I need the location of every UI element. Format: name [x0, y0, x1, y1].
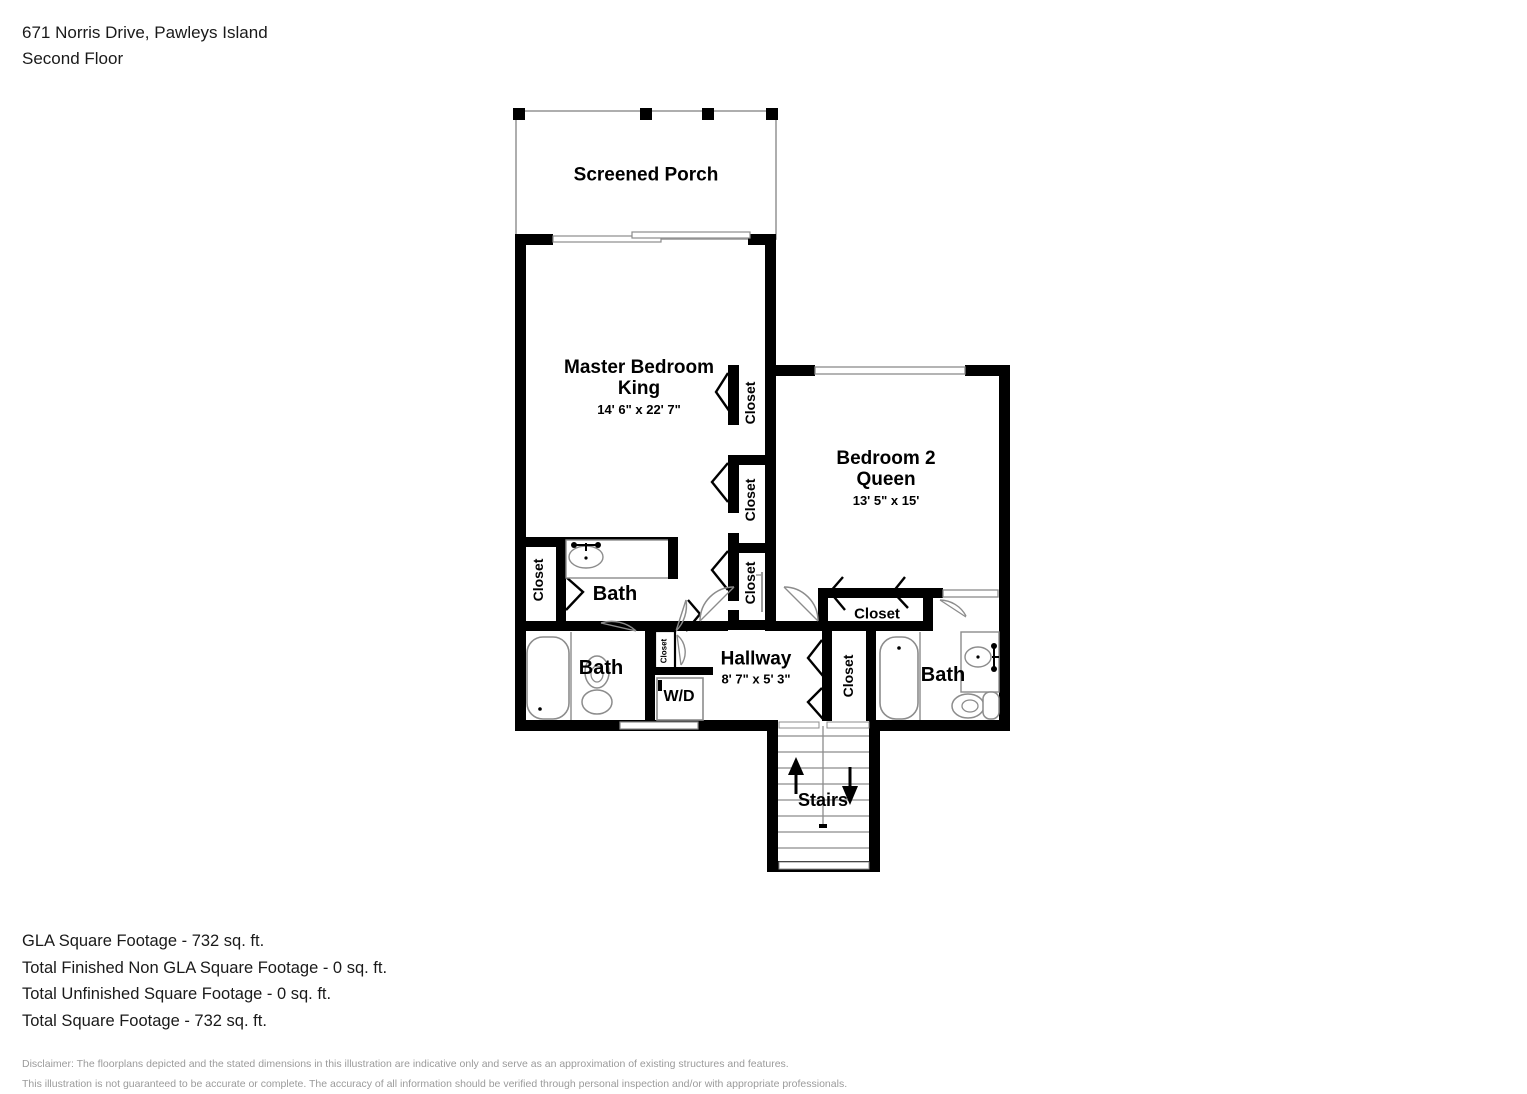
porch-post: [640, 108, 652, 120]
master-closets-walls: [710, 365, 776, 630]
stair-treads: [778, 726, 869, 849]
closet-door-swings: [710, 372, 731, 591]
floor-plan-drawing: Screened Porch Master Bedroom King 14' 6…: [513, 108, 1010, 872]
laundry-area: [653, 629, 713, 721]
stairs-up-arrow: [788, 757, 804, 794]
hall-top-closet-walls: [828, 588, 933, 631]
header: 671 Norris Drive, Pawleys Island Second …: [22, 20, 268, 72]
floor-plan-vector: [513, 108, 1010, 872]
toilet: [951, 691, 1000, 720]
porch-post: [766, 108, 778, 120]
total-square-footage: Total Square Footage - 732 sq. ft.: [22, 1011, 267, 1030]
screened-porch-structure: [513, 108, 778, 240]
disclaimer-line-1: Disclaimer: The floorplans depicted and …: [22, 1058, 789, 1070]
lower-left-bath-fixtures: [526, 631, 655, 721]
property-address: 671 Norris Drive, Pawleys Island: [22, 23, 268, 42]
bathtub: [526, 636, 570, 720]
porch-post: [513, 108, 525, 120]
hall-right-closet-walls: [806, 631, 876, 721]
left-bath-walls: [515, 537, 702, 632]
porch-post: [702, 108, 714, 120]
unfinished-square-footage: Total Unfinished Square Footage - 0 sq. …: [22, 985, 332, 1003]
gla-square-footage: GLA Square Footage - 732 sq. ft.: [22, 932, 265, 950]
square-footage-summary: GLA Square Footage - 732 sq. ft. Total F…: [22, 928, 387, 1034]
tiny-closet-box: [653, 629, 677, 675]
disclaimer-line-2: This illustration is not guaranteed to b…: [22, 1078, 848, 1090]
faucet-fixture: [571, 542, 601, 551]
exterior-walls: [515, 231, 1010, 731]
stairs-down-arrow: [842, 767, 858, 805]
right-bath: [879, 588, 1000, 720]
toilet: [581, 655, 613, 715]
floor-name: Second Floor: [22, 49, 124, 68]
disclaimer: Disclaimer: The floorplans depicted and …: [22, 1054, 847, 1094]
faucet-fixture: [991, 643, 999, 672]
non-gla-square-footage: Total Finished Non GLA Square Footage - …: [22, 958, 388, 977]
washer-dryer-box: [656, 677, 704, 721]
stairwell-structure: [767, 720, 880, 872]
bathtub: [879, 636, 919, 720]
